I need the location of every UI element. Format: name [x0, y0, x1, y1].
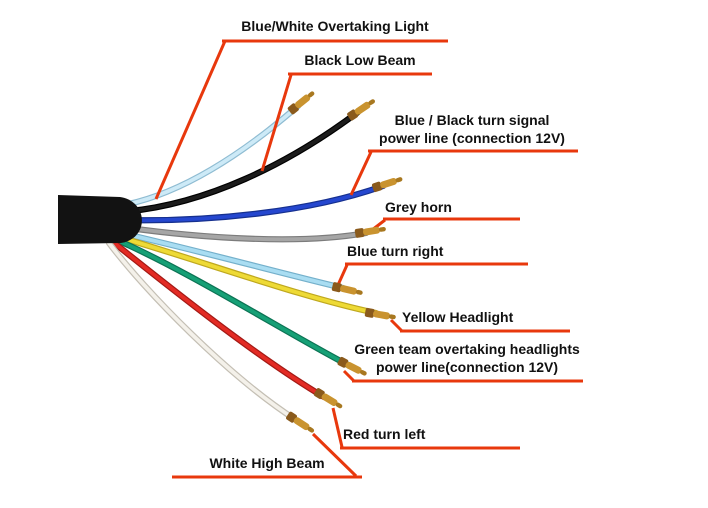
bullet-connector-icon [331, 281, 364, 298]
label-blue-turn-right: Blue turn right [347, 242, 443, 260]
bullet-connector-icon [313, 387, 345, 412]
bullet-connector-icon [371, 174, 404, 193]
label-blue-black-turn-signal: Blue / Black turn signal power line (con… [362, 111, 582, 147]
label-white-high-beam: White High Beam [172, 454, 362, 472]
bullet-connector-icon [354, 224, 387, 239]
label-line: Blue/White Overtaking Light [241, 18, 429, 34]
bullet-connector-icon [286, 88, 317, 116]
leader-red-turn-left [331, 407, 344, 448]
label-line: Blue / Black turn signal [394, 112, 550, 128]
leader-yellow-headlight [389, 318, 404, 333]
red-turn-left-wire [111, 240, 326, 399]
leader-white-high-beam [311, 432, 358, 478]
label-yellow-headlight: Yellow Headlight [402, 308, 513, 326]
label-line: Blue turn right [347, 243, 444, 259]
label-line: Black Low Beam [304, 52, 416, 68]
blue-black-turn-signal-wire [120, 184, 385, 223]
label-line: Yellow Headlight [402, 309, 514, 325]
label-line: Grey horn [385, 199, 452, 215]
bullet-connector-icon [285, 410, 317, 436]
label-grey-horn: Grey horn [385, 198, 452, 216]
label-red-turn-left: Red turn left [343, 425, 425, 443]
yellow-headlight-wire [117, 235, 378, 315]
green-overtaking-wire [115, 238, 350, 367]
leader-blue-white-overtaking [154, 40, 227, 200]
label-line: Green team overtaking headlights [354, 341, 580, 357]
leader-blue-turn-right [336, 264, 349, 286]
cable-sheath [58, 195, 142, 244]
label-green-overtaking: Green team overtaking headlights power l… [350, 340, 584, 376]
leader-blue-black-turn-signal [349, 151, 373, 196]
leader-black-low-beam [260, 74, 293, 172]
label-black-low-beam: Black Low Beam [288, 51, 432, 69]
leader-green-overtaking [342, 369, 356, 383]
blue-turn-right-wire [119, 231, 345, 290]
black-low-beam-wire [118, 110, 360, 214]
label-line: White High Beam [209, 455, 325, 471]
label-blue-white-overtaking-light: Blue/White Overtaking Light [222, 17, 448, 35]
label-line: power line(connection 12V) [375, 359, 559, 375]
label-line: power line (connection 12V) [379, 130, 565, 146]
white-high-beam-wire [107, 241, 298, 422]
label-line: Red turn left [343, 426, 426, 442]
grey-horn-wire [120, 225, 368, 242]
